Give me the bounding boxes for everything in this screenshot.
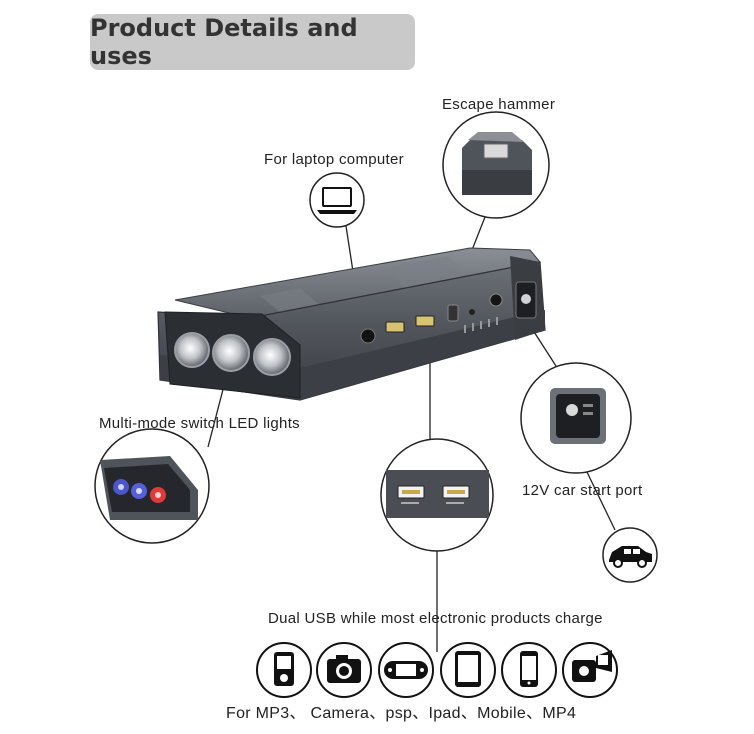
car-callout	[602, 527, 658, 583]
device-icons-row	[256, 642, 618, 698]
page-title: Product Details and uses	[90, 14, 358, 70]
laptop-callout	[309, 172, 365, 228]
car-start-label: 12V car start port	[522, 482, 643, 499]
page-title-box: Product Details and uses	[90, 14, 415, 70]
escape-hammer-label: Escape hammer	[442, 96, 556, 113]
camera-icon	[316, 642, 372, 698]
laptop-label: For laptop computer	[264, 151, 404, 168]
device-ports	[360, 293, 503, 344]
tablet-icon	[440, 642, 496, 698]
camcorder-icon	[562, 642, 618, 698]
devices-label: For MP3、 Camera、psp、Ipad、Mobile、MP4	[226, 705, 577, 722]
escape-hammer-callout	[442, 111, 550, 219]
mp3-player-icon	[256, 642, 312, 698]
led-lights	[174, 332, 291, 376]
laptop-icon	[317, 187, 357, 214]
dual-usb-label: Dual USB while most electronic products …	[268, 610, 603, 627]
led-lights-label: Multi-mode switch LED lights	[99, 415, 300, 432]
mobile-phone-icon	[501, 642, 557, 698]
power-bank-device	[157, 247, 546, 401]
car-start-port-callout	[520, 362, 632, 474]
car-icon	[609, 546, 652, 568]
led-lights-callout	[94, 428, 210, 544]
psp-icon	[378, 642, 434, 698]
dual-usb-callout	[380, 438, 494, 552]
